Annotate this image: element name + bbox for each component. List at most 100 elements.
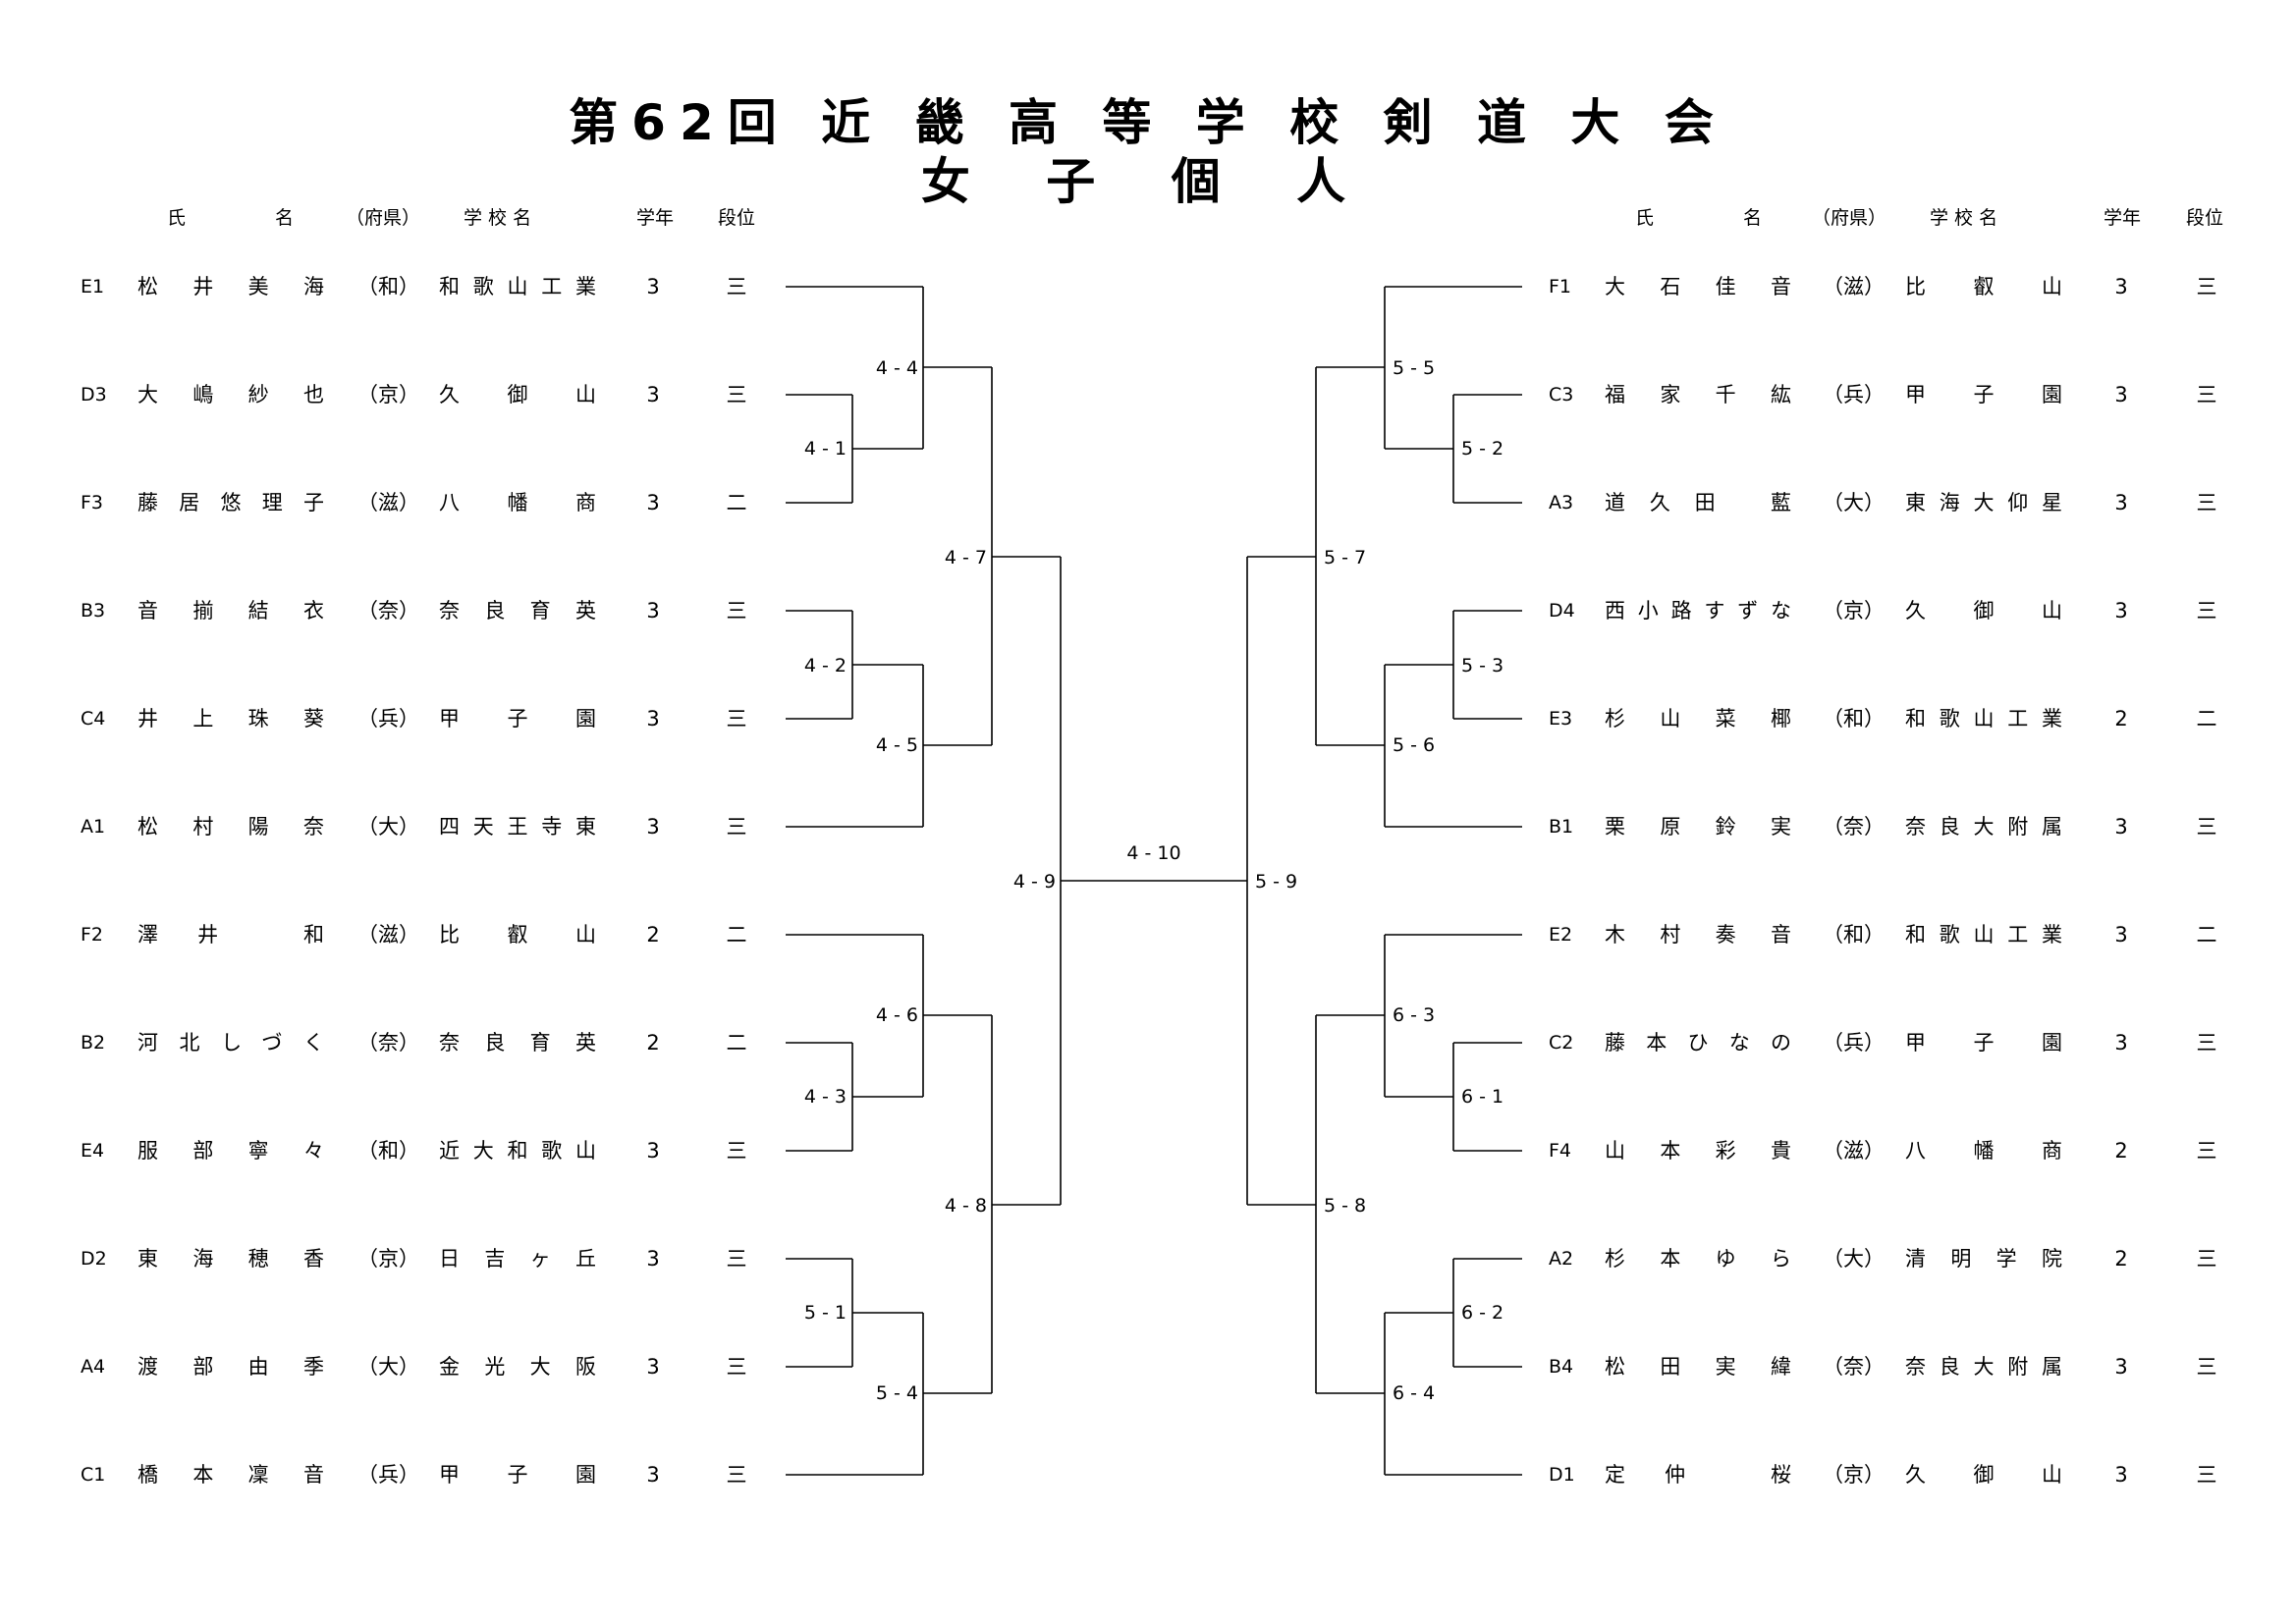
player-rank: 二 (726, 923, 747, 947)
player-school: 和歌山工業 (1905, 923, 2062, 947)
player-school: 比叡山 (1905, 275, 2062, 298)
player-seed: E1 (81, 276, 105, 298)
player-name: 音揃結衣 (137, 599, 324, 622)
player-rank: 三 (726, 599, 747, 622)
player-grade: 3 (646, 491, 660, 514)
player-seed: B2 (81, 1032, 106, 1054)
player-grade: 2 (646, 1031, 660, 1055)
player-rank: 二 (2196, 923, 2217, 947)
player-grade: 2 (2114, 707, 2128, 730)
player-grade: 3 (2114, 815, 2128, 839)
match-label: 5 - 1 (804, 1302, 847, 1324)
player-rank: 二 (726, 1031, 747, 1055)
player-grade: 3 (2114, 383, 2128, 406)
player-grade: 2 (646, 923, 660, 947)
player-grade: 3 (646, 815, 660, 839)
player-name: 井上珠葵 (137, 707, 324, 730)
player-rank: 三 (2196, 491, 2217, 514)
player-name: 定仲 桜 (1605, 1463, 1791, 1487)
player-school: 八幡商 (1905, 1139, 2062, 1163)
player-name: 西小路すずな (1605, 599, 1791, 622)
player-seed: C1 (81, 1464, 106, 1486)
player-grade: 2 (2114, 1247, 2128, 1271)
player-grade: 3 (2114, 1031, 2128, 1055)
player-grade: 2 (2114, 1139, 2128, 1163)
player-seed: E3 (1549, 708, 1573, 730)
header-name-2: 名 (1743, 207, 1763, 229)
page-subtitle: 女 子 個 人 (920, 153, 1376, 210)
player-seed: C2 (1549, 1032, 1574, 1054)
player-school: 甲子園 (439, 707, 596, 730)
player-seed: A1 (81, 816, 106, 838)
player-school: 四天王寺東 (439, 815, 596, 839)
player-rank: 三 (726, 1355, 747, 1379)
player-grade: 3 (646, 1463, 660, 1487)
player-school: 和歌山工業 (1905, 707, 2062, 730)
player-school: 甲子園 (1905, 1031, 2062, 1055)
player-seed: A2 (1549, 1248, 1574, 1270)
player-seed: D1 (1549, 1464, 1575, 1486)
player-grade: 3 (646, 707, 660, 730)
player-seed: D4 (1549, 600, 1575, 622)
match-label: 6 - 1 (1461, 1086, 1503, 1108)
match-label: 4 - 4 (876, 357, 918, 379)
player-grade: 3 (2114, 599, 2128, 622)
player-seed: A4 (81, 1356, 106, 1378)
player-rank: 三 (726, 815, 747, 839)
player-name: 服部寧々 (137, 1139, 324, 1163)
match-label: 5 - 3 (1461, 655, 1503, 676)
player-rank: 三 (2196, 1139, 2217, 1163)
header-name-1: 氏 (1635, 207, 1655, 229)
match-label: 6 - 3 (1393, 1004, 1435, 1026)
player-seed: C4 (81, 708, 106, 730)
match-label: 4 - 5 (876, 734, 918, 756)
match-label: 4 - 9 (1013, 871, 1056, 893)
match-label: 5 - 7 (1324, 547, 1366, 568)
player-rank: 三 (2196, 599, 2217, 622)
player-school: 奈良大附属 (1905, 1355, 2062, 1379)
player-seed: D3 (81, 384, 107, 406)
player-rank: 三 (2196, 383, 2217, 406)
player-name: 杉山菜椰 (1605, 707, 1791, 730)
header-grade: 学年 (2104, 207, 2142, 229)
player-school: 近大和歌山 (439, 1139, 596, 1163)
player-school: 八幡商 (439, 491, 596, 514)
player-school: 奈良大附属 (1905, 815, 2062, 839)
match-label: 5 - 8 (1324, 1195, 1366, 1217)
player-seed: A3 (1549, 492, 1574, 514)
player-school: 日吉ヶ丘 (439, 1247, 596, 1271)
header-rank: 段位 (2186, 207, 2224, 229)
player-seed: E2 (1549, 924, 1573, 946)
player-name: 栗原鈴実 (1605, 815, 1791, 839)
header-name-2: 名 (275, 207, 295, 229)
match-label: 4 - 2 (804, 655, 847, 676)
header-school: 学 校 名 (1930, 207, 1998, 229)
player-school: 奈良育英 (439, 1031, 596, 1055)
player-rank: 二 (726, 491, 747, 514)
header-school: 学 校 名 (464, 207, 532, 229)
player-grade: 3 (646, 275, 660, 298)
match-label: 4 - 8 (945, 1195, 987, 1217)
player-seed: B3 (81, 600, 106, 622)
player-school: 金光大阪 (439, 1355, 596, 1379)
player-school: 久御山 (439, 383, 596, 406)
player-school: 甲子園 (1905, 383, 2062, 406)
header-name-1: 氏 (167, 207, 187, 229)
player-grade: 3 (2114, 1463, 2128, 1487)
header-grade: 学年 (636, 207, 675, 229)
match-label: 5 - 4 (876, 1382, 918, 1404)
match-label: 6 - 2 (1461, 1302, 1503, 1324)
header-rank: 段位 (718, 207, 756, 229)
header-pref: （府県） (346, 207, 421, 229)
header-pref: （府県） (1812, 207, 1887, 229)
player-seed: E4 (81, 1140, 105, 1162)
player-grade: 3 (646, 1247, 660, 1271)
player-rank: 二 (2196, 707, 2217, 730)
player-rank: 三 (2196, 1031, 2217, 1055)
player-name: 大嶋紗也 (137, 383, 324, 406)
player-seed: D2 (81, 1248, 107, 1270)
player-name: 大石佳音 (1605, 275, 1791, 298)
player-name: 福家千紘 (1605, 383, 1791, 406)
player-seed: B1 (1549, 816, 1574, 838)
